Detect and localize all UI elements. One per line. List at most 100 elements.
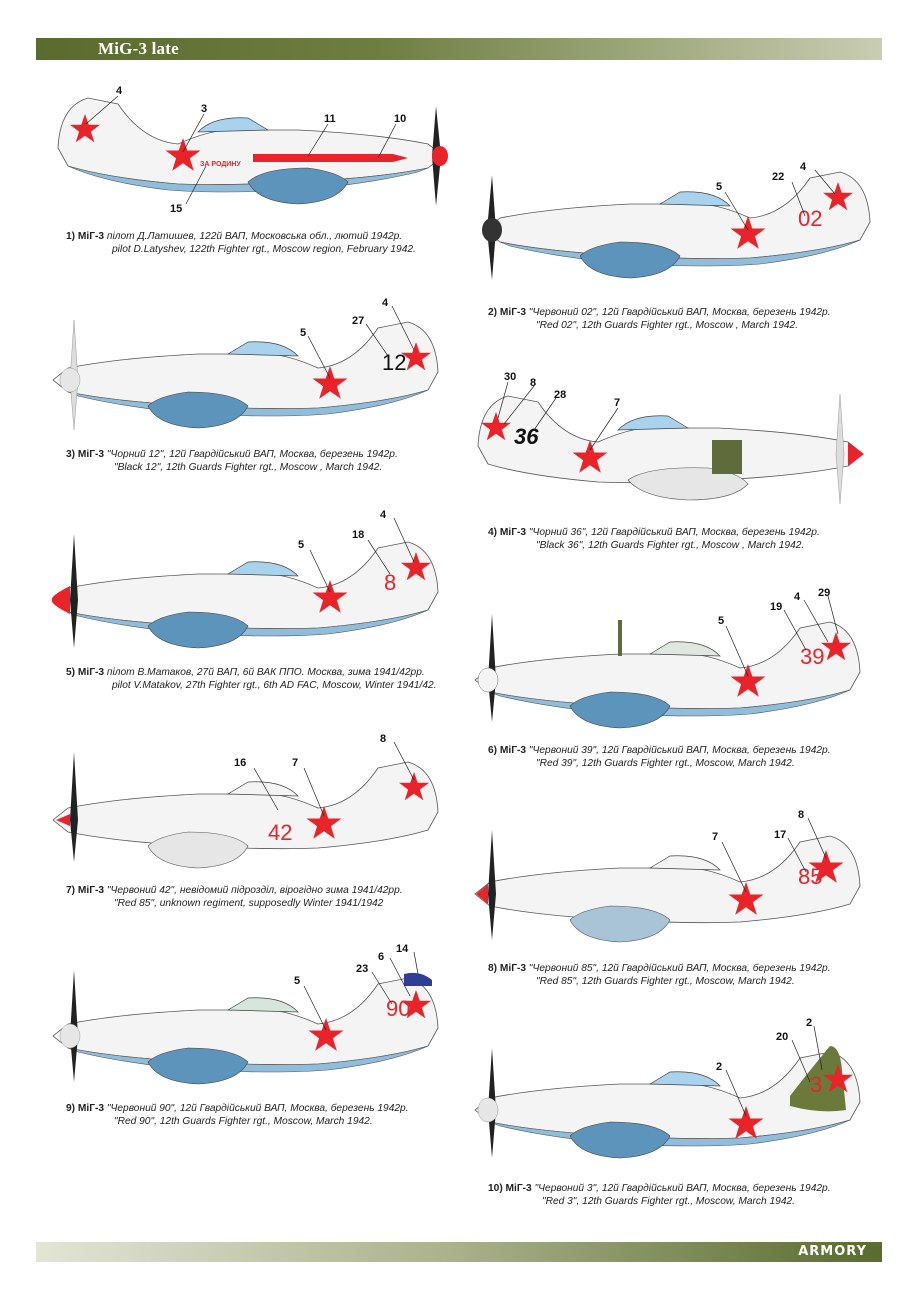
callout-number: 5 bbox=[718, 615, 724, 627]
red-star-icon bbox=[308, 1018, 344, 1051]
red-star-icon bbox=[70, 114, 100, 143]
caption-number: 6) МіГ-3 bbox=[488, 745, 527, 756]
caption-number: 2) МіГ-3 bbox=[488, 307, 527, 318]
callout-number: 5 bbox=[294, 975, 300, 987]
caption-5: 5) МіГ-3 пілот В.Матаков, 27й ВАП, 6й ВА… bbox=[66, 666, 437, 692]
red-star-icon bbox=[399, 772, 429, 801]
callout-number: 16 bbox=[234, 757, 246, 769]
callout-number: 4 bbox=[794, 591, 801, 603]
fuselage-code: 90 bbox=[386, 996, 410, 1021]
callout-number: 4 bbox=[380, 509, 387, 521]
red-star-icon bbox=[401, 342, 431, 371]
caption-number: 10) МіГ-3 bbox=[488, 1183, 532, 1194]
red-star-icon bbox=[312, 366, 348, 399]
caption-line-en: pilot V.Matakov, 27th Fighter rgt., 6th … bbox=[112, 680, 437, 691]
aircraft-profile-5: 8 5 18 4 bbox=[48, 509, 448, 660]
callout-number: 10 bbox=[394, 113, 406, 125]
callout-number: 28 bbox=[554, 389, 566, 401]
red-star-icon bbox=[728, 882, 764, 915]
caption-line-ua: "Червоний 90", 12й Гвардійський ВАП, Мос… bbox=[106, 1103, 409, 1114]
red-star-icon bbox=[821, 632, 851, 661]
caption-line-en: pilot D.Latyshev, 122th Fighter rgt., Mo… bbox=[112, 244, 416, 255]
red-star-icon bbox=[730, 664, 766, 697]
callout-number: 4 bbox=[382, 297, 389, 309]
fuselage-code: 85 bbox=[798, 864, 822, 889]
caption-line-ua: пілот В.Матаков, 27й ВАП, 6й ВАК ППО. Мо… bbox=[106, 667, 425, 678]
aircraft-profile-7: 42 16 7 8 bbox=[48, 733, 448, 880]
caption-line-en: "Black 12", 12th Guards Fighter rgt., Mo… bbox=[114, 462, 383, 473]
caption-2: 2) МіГ-3 "Червоний 02", 12й Гвардійський… bbox=[488, 306, 831, 332]
page-title: MiG-3 late bbox=[98, 39, 179, 58]
red-star-icon bbox=[572, 440, 608, 473]
callout-number: 4 bbox=[800, 161, 807, 173]
caption-number: 3) МіГ-3 bbox=[66, 449, 105, 460]
red-star-icon bbox=[312, 580, 348, 613]
callout-number: 7 bbox=[614, 397, 620, 409]
caption-line-ua: пілот Д.Латишев, 122й ВАП, Московська об… bbox=[106, 231, 403, 242]
red-star-icon bbox=[823, 182, 853, 211]
callout-number: 27 bbox=[352, 315, 364, 327]
callout-number: 5 bbox=[300, 327, 306, 339]
caption-line-ua: "Чорний 12", 12й Гвардійський ВАП, Москв… bbox=[106, 449, 398, 460]
caption-9: 9) МіГ-3 "Червоний 90", 12й Гвардійський… bbox=[66, 1102, 409, 1128]
caption-line-en: "Black 36", 12th Guards Fighter rgt., Mo… bbox=[536, 540, 805, 551]
callout-number: 7 bbox=[712, 831, 718, 843]
caption-number: 5) МіГ-3 bbox=[66, 667, 105, 678]
caption-line-ua: "Червоний 39", 12й Гвардійський ВАП, Мос… bbox=[528, 745, 831, 756]
fuselage-code: 3 bbox=[810, 1072, 822, 1097]
red-star-icon bbox=[401, 990, 431, 1019]
caption-line-en: "Red 3", 12th Guards Fighter rgt., Mosco… bbox=[542, 1196, 795, 1207]
caption-line-en: "Red 85", unknown regiment, supposedly W… bbox=[114, 898, 384, 909]
caption-6: 6) МіГ-3 "Червоний 39", 12й Гвардійський… bbox=[488, 744, 831, 770]
caption-number: 9) МіГ-3 bbox=[66, 1103, 105, 1114]
brand-logo: ARMORY bbox=[798, 1244, 867, 1259]
callout-number: 23 bbox=[356, 963, 368, 975]
callout-number: 8 bbox=[380, 733, 386, 745]
caption-number: 7) МіГ-3 bbox=[66, 885, 105, 896]
footer-bar bbox=[36, 1242, 882, 1262]
callout-number: 4 bbox=[116, 85, 123, 97]
callout-number: 8 bbox=[798, 809, 804, 821]
caption-number: 1) МіГ-3 bbox=[66, 231, 105, 242]
callout-number: 18 bbox=[352, 529, 364, 541]
aircraft-profile-6: 39 5 19 4 29 bbox=[470, 587, 870, 740]
caption-line-ua: "Червоний 85", 12й Гвардійський ВАП, Мос… bbox=[528, 963, 831, 974]
callout-number: 11 bbox=[324, 113, 336, 125]
red-star-icon bbox=[165, 138, 201, 171]
red-star-icon bbox=[730, 216, 766, 249]
caption-line-en: "Red 02", 12th Guards Fighter rgt., Mosc… bbox=[536, 320, 799, 331]
red-star-icon bbox=[401, 552, 431, 581]
red-star-icon bbox=[728, 1106, 764, 1139]
fuselage-code: 02 bbox=[798, 206, 822, 231]
callout-number: 22 bbox=[772, 171, 784, 183]
callout-number: 2 bbox=[716, 1061, 722, 1073]
fuselage-code: 12 bbox=[382, 350, 406, 375]
callout-number: 15 bbox=[170, 203, 182, 215]
callout-number: 5 bbox=[298, 539, 304, 551]
caption-line-en: "Red 85", 12th Guards Fighter rgt., Mosc… bbox=[536, 976, 795, 987]
caption-10: 10) МіГ-3 "Червоний 3", 12й Гвардійський… bbox=[488, 1182, 831, 1208]
callout-number: 3 bbox=[201, 103, 207, 115]
aircraft-profile-10: 3 2 20 2 bbox=[470, 1017, 870, 1170]
callout-number: 17 bbox=[774, 829, 786, 841]
aircraft-profile-4: 36 30 8 28 7 bbox=[468, 371, 868, 514]
red-star-icon bbox=[481, 412, 511, 441]
caption-line-ua: "Чорний 36", 12й Гвардійський ВАП, Москв… bbox=[528, 527, 820, 538]
inscription: ЗА РОДИНУ bbox=[200, 161, 241, 168]
caption-number: 8) МіГ-3 bbox=[488, 963, 527, 974]
caption-line-en: "Red 39", 12th Guards Fighter rgt., Mosc… bbox=[536, 758, 795, 769]
caption-line-ua: "Червоний 3", 12й Гвардійський ВАП, Моск… bbox=[534, 1183, 831, 1194]
caption-3: 3) МіГ-3 "Чорний 12", 12й Гвардійський В… bbox=[66, 448, 398, 474]
fuselage-code: 42 bbox=[268, 820, 292, 845]
callout-number: 7 bbox=[292, 757, 298, 769]
aircraft-profile-1: ЗА РОДИНУ 4 3 11 10 15 bbox=[48, 85, 458, 216]
red-star-icon bbox=[306, 806, 342, 839]
caption-line-ua: "Червоний 42", невідомий підрозділ, віро… bbox=[106, 885, 403, 896]
callout-number: 6 bbox=[378, 951, 384, 963]
caption-line-ua: "Червоний 02", 12й Гвардійський ВАП, Мос… bbox=[528, 307, 831, 318]
caption-line-en: "Red 90", 12th Guards Fighter rgt., Mosc… bbox=[114, 1116, 373, 1127]
red-star-icon bbox=[808, 850, 844, 883]
red-star-icon bbox=[823, 1064, 853, 1093]
aircraft-profile-3: 12 5 27 4 bbox=[48, 297, 448, 440]
aircraft-profile-8: 85 7 17 8 bbox=[470, 809, 870, 954]
